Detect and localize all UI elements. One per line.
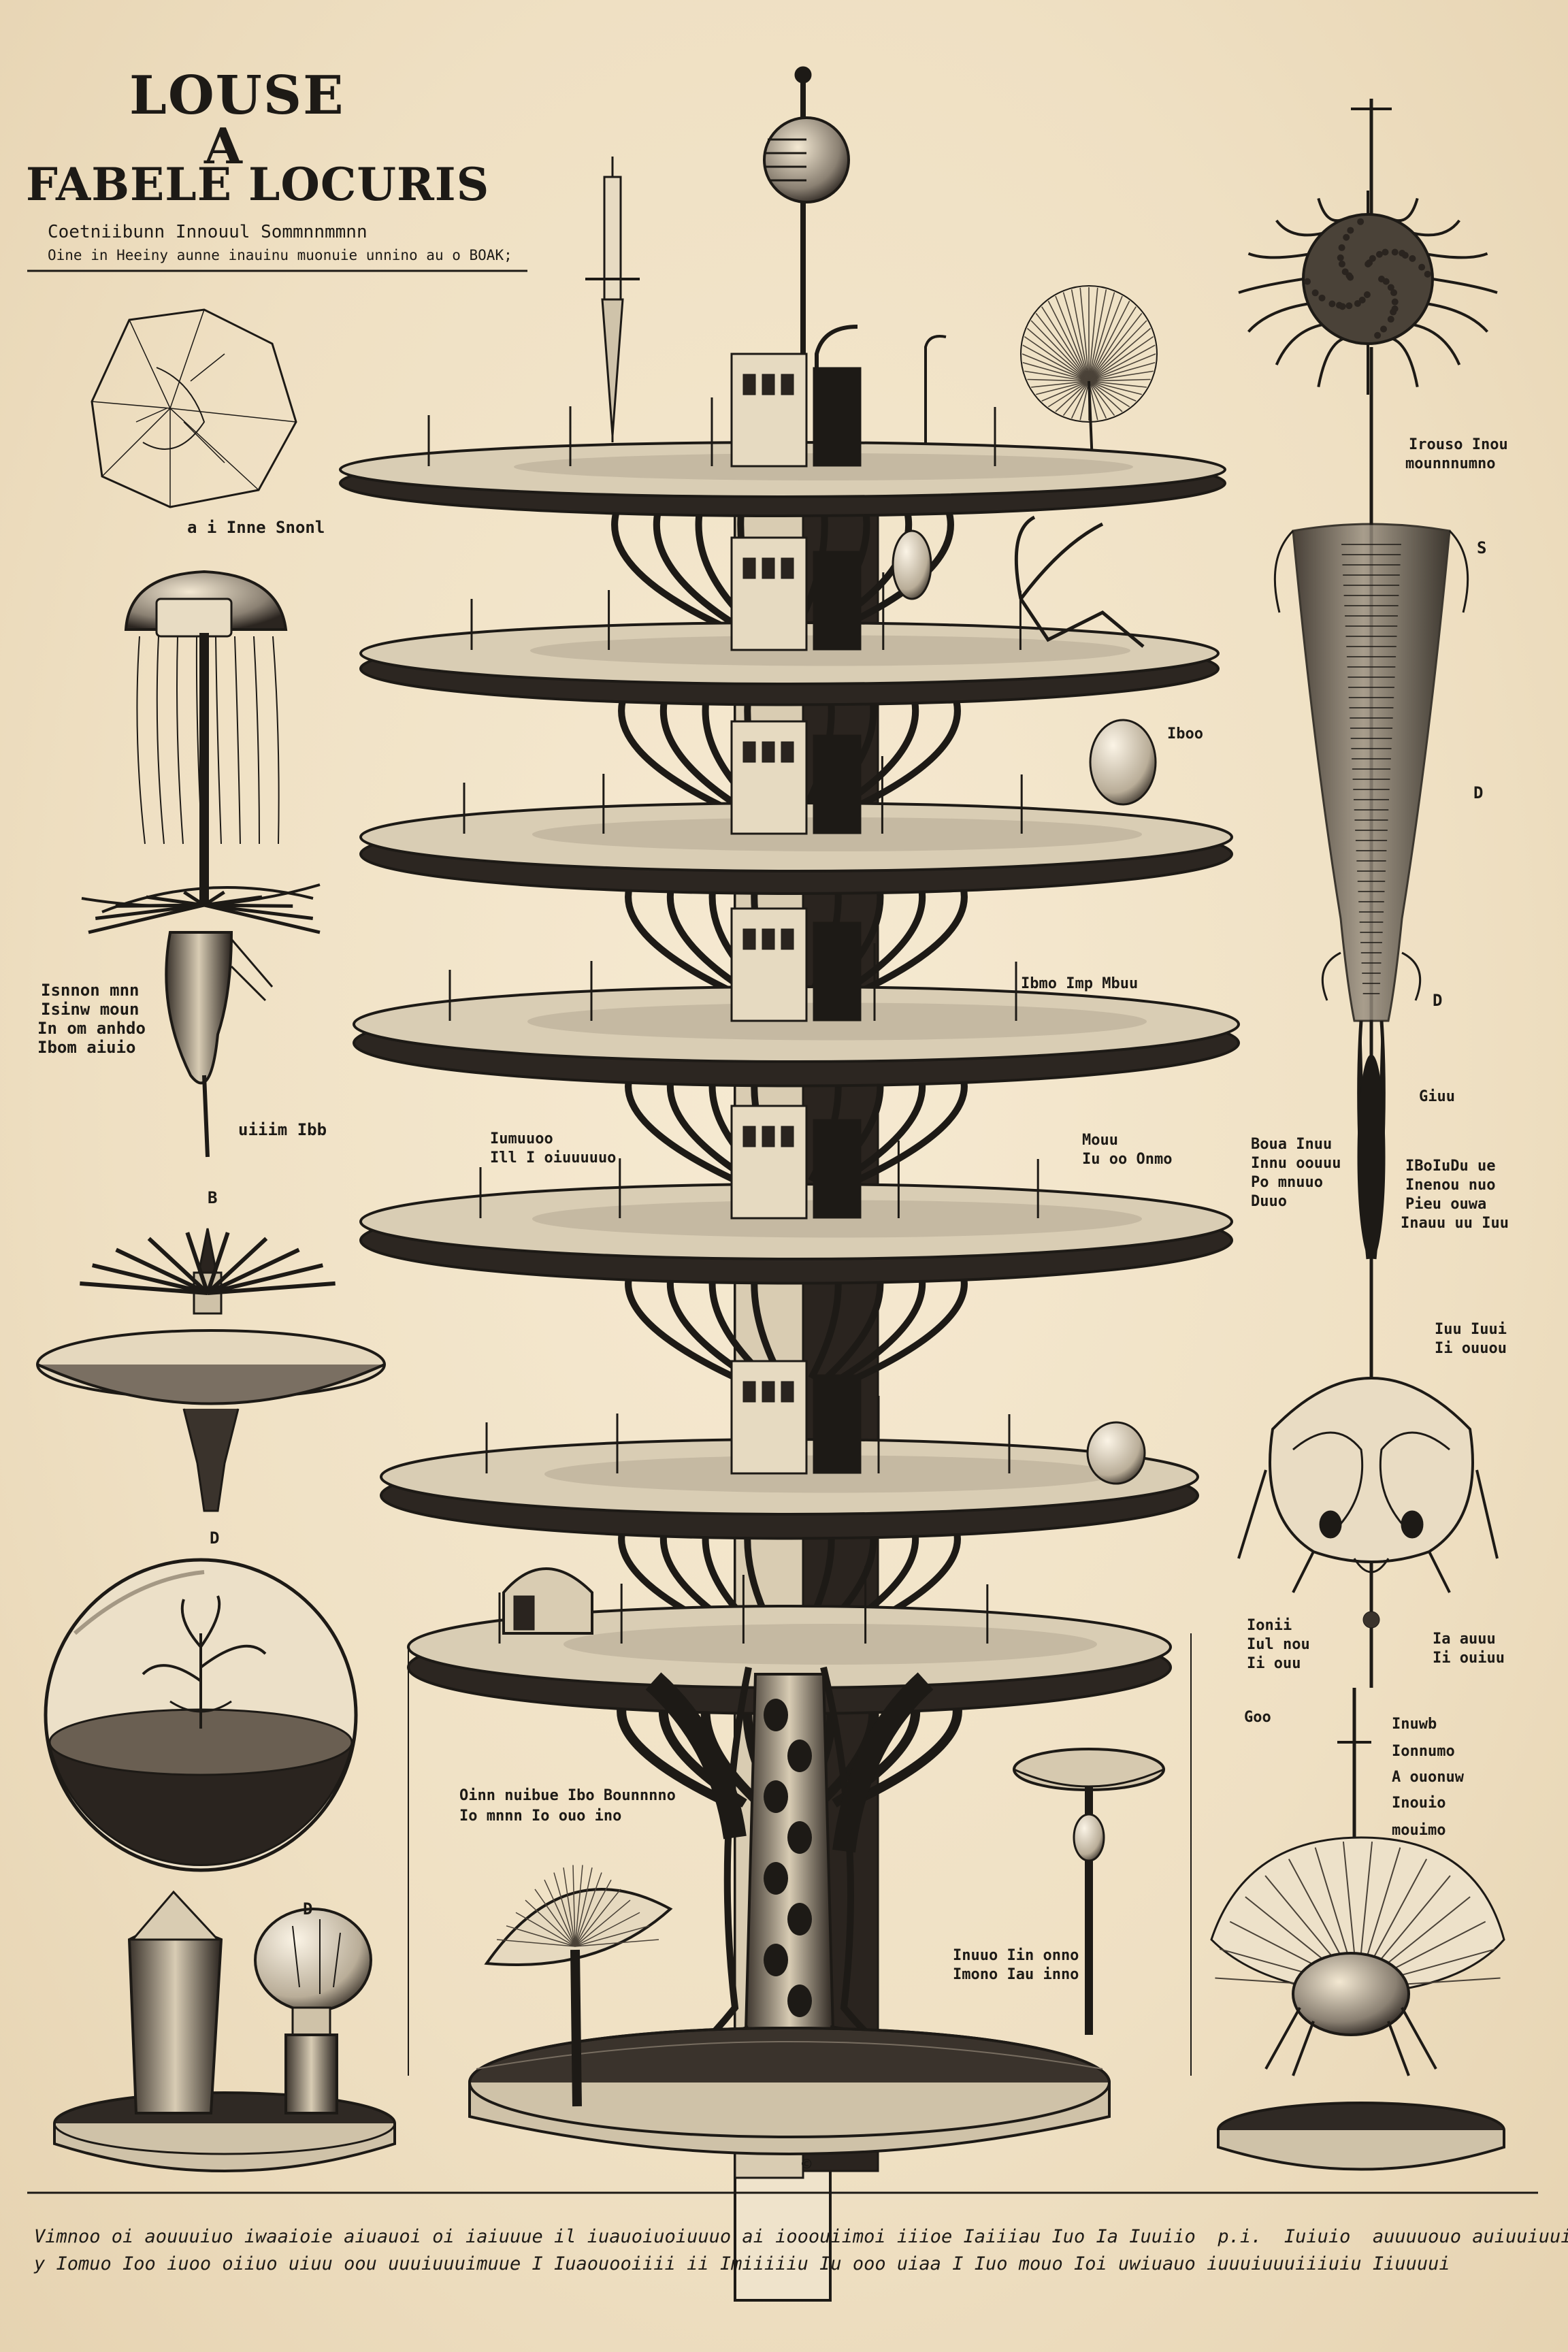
mushroom-right xyxy=(1013,1748,1165,2035)
label-left-4: B xyxy=(208,1188,218,1207)
label-right-6c: Po mnuuo xyxy=(1251,1174,1323,1191)
fan-shell-creature xyxy=(1210,1688,1505,2171)
label-left-3: uiiim Ibb xyxy=(238,1120,327,1139)
label-right-10a: Ia auuu xyxy=(1433,1631,1496,1648)
label-right-1b: mounnnumno xyxy=(1405,455,1496,472)
label-center-5a: Oinn nuibue Ibo Bounnnno xyxy=(459,1787,676,1804)
label-right-12b: Ionnumo xyxy=(1392,1743,1455,1760)
label-left-6: D xyxy=(303,1899,313,1918)
label-center-4: Iboo xyxy=(1167,725,1203,742)
label-right-3: D xyxy=(1473,783,1484,802)
label-center-1a: Iumuuoo xyxy=(490,1130,553,1147)
tower-disc xyxy=(380,1360,1199,1637)
label-right-4: D xyxy=(1433,991,1443,1010)
label-center-3a: Mouu xyxy=(1082,1132,1118,1149)
wire-polyhedron xyxy=(91,308,297,508)
footer-line-2: y Iomuo Ioo iuoo oiiuo uiuu oou uuuiuuui… xyxy=(34,2253,1450,2274)
label-left-2b: Isinw moun xyxy=(41,1000,140,1019)
label-right-9b: Iul nou xyxy=(1247,1636,1310,1653)
tower-disc xyxy=(359,536,1220,813)
label-right-6a: Boua Inuu xyxy=(1251,1136,1333,1153)
label-right-7d: Inauu uu Iuu xyxy=(1401,1215,1509,1232)
label-right-7c: Pieu ouwa xyxy=(1405,1196,1487,1213)
ribcage-creature xyxy=(1237,1377,1499,1629)
label-right-2: S xyxy=(1477,538,1487,557)
label-right-5: Giuu xyxy=(1419,1088,1455,1105)
terrarium-sphere xyxy=(44,1558,358,1872)
spine-specimen xyxy=(1273,347,1469,1688)
subtitle-line-2: Oine in Heeiny aunne inauinu muonuie unn… xyxy=(48,247,512,263)
label-center-6a: Inuuo Iin onno xyxy=(953,1947,1079,1964)
label-right-6d: Duuo xyxy=(1251,1193,1287,1210)
left-specimens xyxy=(36,308,396,2172)
jellyfish-specimen xyxy=(81,570,321,1158)
tower-disc xyxy=(353,907,1240,1184)
label-right-8b: Ii ouuou xyxy=(1435,1340,1507,1357)
label-right-6b: Innu oouuu xyxy=(1251,1155,1341,1172)
label-right-9c: Ii ouu xyxy=(1247,1655,1301,1672)
subtitle-line-1: Coetniibunn Innouul Sommnnmmnn xyxy=(48,222,368,242)
urchin-specimen xyxy=(1238,99,1498,395)
label-right-9a: Ionii xyxy=(1247,1617,1292,1634)
tower-disc xyxy=(359,720,1233,997)
pedestal-objects xyxy=(53,1890,396,2172)
label-center-5b: Io mnnn Io ouo ino xyxy=(459,1808,622,1825)
mushroom-left xyxy=(484,1865,673,2107)
label-left-1: a i Inne Snonl xyxy=(187,518,325,537)
label-right-1a: Irouso Inou xyxy=(1409,436,1508,453)
label-center-2: Ibmo Imp Mbuu xyxy=(1021,975,1139,992)
label-right-11: Goo xyxy=(1244,1709,1271,1726)
label-center-6b: Imono Iau inno xyxy=(953,1966,1079,1983)
label-right-10b: Ii ouiuu xyxy=(1433,1650,1505,1667)
right-specimens xyxy=(1210,99,1505,2171)
label-right-7a: IBoIuDu ue xyxy=(1405,1158,1496,1175)
trumpet-dish xyxy=(36,1228,386,1512)
label-left-2a: Isnnon mnn xyxy=(41,981,140,1000)
label-left-5: D xyxy=(210,1529,220,1548)
label-left-2c: In om anhdo xyxy=(37,1019,146,1038)
label-right-12e: mouimo xyxy=(1392,1822,1446,1839)
tower-disc xyxy=(359,1105,1233,1382)
label-center-1b: Ill I oiuuuuuo xyxy=(490,1149,617,1166)
title-line-1: LOUSE xyxy=(129,65,345,127)
label-right-12a: Inuwb xyxy=(1392,1716,1437,1733)
label-right-12d: Inouio xyxy=(1392,1795,1446,1812)
central-tower xyxy=(339,66,1240,2302)
label-right-7b: Inenou nuo xyxy=(1405,1177,1496,1194)
label-center-3b: Iu oo Onmo xyxy=(1082,1151,1173,1168)
title-line-3: FABELE LOCURIS xyxy=(26,158,490,211)
dandelion-sphere xyxy=(1020,285,1158,463)
label-right-12c: A ouonuw xyxy=(1392,1769,1464,1786)
footer-line-1: Vimnoo oi aouuuiuo iwaaioie aiuauoi oi i… xyxy=(34,2226,1568,2247)
title-line-2: A xyxy=(204,117,242,175)
label-right-8a: Iuu Iuui xyxy=(1435,1321,1507,1338)
label-left-2d: Ibom aiuio xyxy=(37,1038,136,1057)
label-center-7: © xyxy=(802,2155,812,2174)
